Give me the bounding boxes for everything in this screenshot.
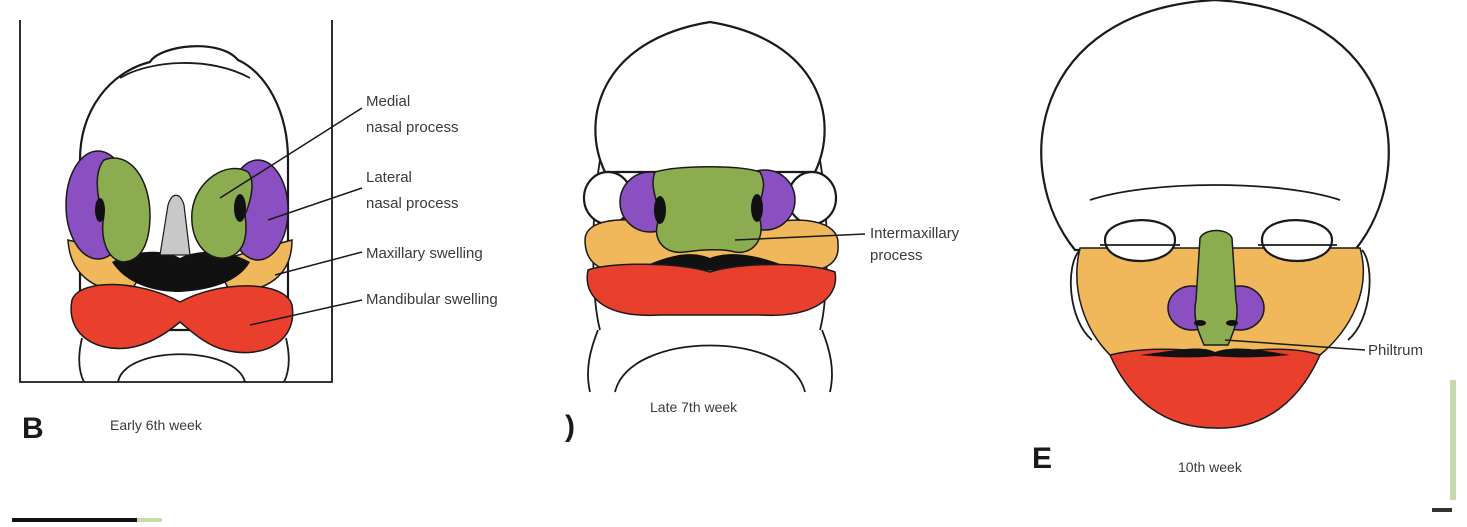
panel-e-nostril-left bbox=[1194, 320, 1206, 326]
panel-d: Intermaxillary process ) Late 7th week bbox=[565, 22, 960, 443]
panel-e: Philtrum E 10th week bbox=[1032, 0, 1423, 475]
panel-e-eye-left bbox=[1105, 220, 1175, 261]
edge-mark-dark bbox=[1432, 508, 1452, 512]
panel-b-nasal-pit-left bbox=[95, 198, 105, 222]
panel-e-caption: 10th week bbox=[1178, 459, 1243, 475]
panel-b-neck-line-left bbox=[79, 338, 84, 382]
panel-e-mandibular bbox=[1110, 349, 1320, 428]
panel-d-nasal-pit-right bbox=[751, 194, 763, 222]
panel-d-letter: ) bbox=[565, 410, 575, 443]
panel-e-medial-nasal bbox=[1195, 231, 1237, 346]
panel-d-label-intermaxillary-1: Intermaxillary bbox=[870, 225, 960, 242]
panel-b-nasal-pit-right bbox=[234, 194, 246, 222]
panel-d-mandibular bbox=[587, 264, 835, 315]
panel-b-caption: Early 6th week bbox=[110, 417, 203, 433]
panel-b-letter: B bbox=[22, 412, 44, 445]
panel-b-label-medial-1: Medial bbox=[366, 93, 410, 110]
panel-d-nasal-pit-left bbox=[654, 196, 666, 224]
panel-b-label-maxillary: Maxillary swelling bbox=[366, 245, 483, 262]
panel-e-nostril-right bbox=[1226, 320, 1238, 326]
panel-b-neck-line-right bbox=[284, 338, 289, 382]
panel-b-label-lateral-2: nasal process bbox=[366, 195, 459, 212]
panel-d-head bbox=[595, 22, 824, 172]
panel-b: Medial nasal process Lateral nasal proce… bbox=[20, 20, 498, 445]
panel-e-label-philtrum: Philtrum bbox=[1368, 342, 1423, 359]
panel-e-head bbox=[1041, 0, 1388, 250]
panel-d-neck-left bbox=[588, 330, 598, 392]
scale-bar bbox=[12, 518, 137, 522]
panel-e-eye-right bbox=[1262, 220, 1332, 261]
panel-d-lower-arch bbox=[615, 346, 805, 393]
panel-b-label-medial-2: nasal process bbox=[366, 119, 459, 136]
panel-b-label-lateral-1: Lateral bbox=[366, 169, 412, 186]
panel-d-label-intermaxillary-2: process bbox=[870, 247, 923, 264]
panel-e-letter: E bbox=[1032, 442, 1052, 475]
panel-b-lower-arch bbox=[118, 354, 245, 382]
panel-d-caption: Late 7th week bbox=[650, 399, 738, 415]
panel-b-label-mandibular: Mandibular swelling bbox=[366, 291, 498, 308]
scale-bar-tail bbox=[137, 518, 162, 522]
panel-d-neck-right bbox=[822, 330, 832, 392]
edge-mark-green bbox=[1450, 380, 1456, 500]
